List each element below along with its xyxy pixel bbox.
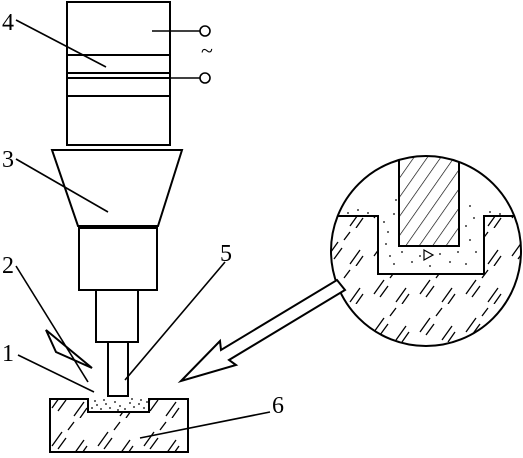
label-part-6: 6 — [272, 393, 284, 419]
workpiece — [49, 398, 189, 453]
magnification-arrow — [177, 278, 347, 384]
slurry-nozzle — [45, 329, 93, 369]
label-part-2: 2 — [2, 253, 14, 279]
label-part-1: 1 — [2, 341, 14, 367]
horn — [50, 149, 184, 343]
tool — [107, 341, 129, 397]
label-part-3: 3 — [2, 147, 14, 173]
abrasive-slurry — [91, 398, 148, 411]
label-part-5: 5 — [220, 241, 232, 267]
power-supply-terminals — [152, 25, 211, 84]
ac-power-symbol: ~ — [201, 38, 213, 63]
transducer — [66, 1, 171, 146]
magnified-detail — [330, 155, 522, 347]
label-part-4: 4 — [2, 10, 14, 36]
leader-lines — [15, 19, 271, 439]
